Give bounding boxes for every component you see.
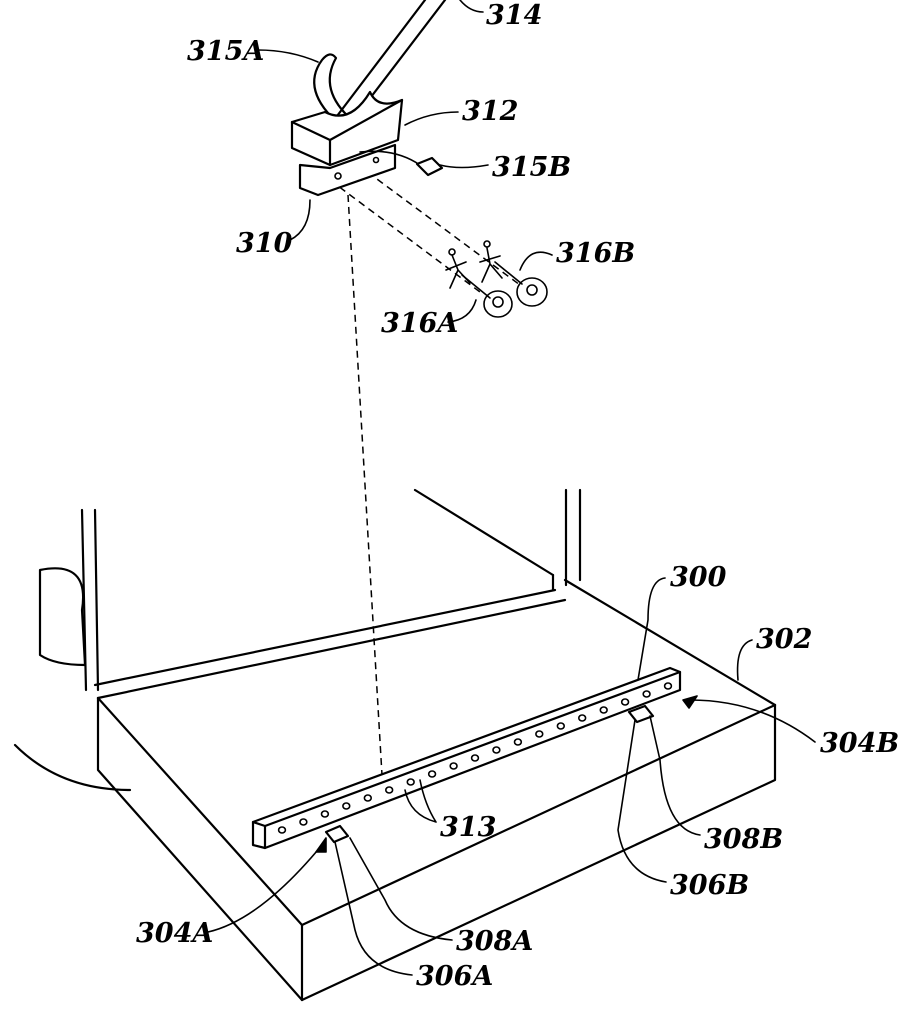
bar-hole xyxy=(470,754,480,762)
leader-315A xyxy=(257,49,319,63)
label-316A: 316A xyxy=(381,308,458,339)
leader-313 xyxy=(404,779,437,823)
projection-line xyxy=(347,194,383,776)
bar-hole xyxy=(427,770,437,778)
bar-hole xyxy=(342,802,351,810)
plug-315B xyxy=(415,156,444,177)
bar-hole xyxy=(535,730,544,738)
arrow-304B xyxy=(682,695,698,709)
remote-316A xyxy=(445,248,513,318)
sensor-bar-300 xyxy=(251,666,682,850)
bar-holes xyxy=(277,682,673,834)
bar-hole xyxy=(663,682,673,690)
mattress-left-edge xyxy=(96,696,304,927)
link-line-316B xyxy=(357,164,521,286)
remote-lens-316A xyxy=(492,296,504,308)
remote-head-316B xyxy=(516,277,548,307)
remote-316B xyxy=(479,240,548,307)
arrow-304A xyxy=(315,837,327,853)
stick-figure-316A xyxy=(445,254,471,289)
label-306B: 306B xyxy=(670,870,749,901)
left-side-curve xyxy=(13,743,132,792)
label-316B: 316B xyxy=(556,238,635,269)
stick-figure-316B xyxy=(479,247,503,283)
bed-302 xyxy=(13,488,777,1002)
leader-304B xyxy=(689,699,816,743)
bar-hole xyxy=(642,690,651,698)
label-313: 313 xyxy=(440,812,496,843)
bracket-308B xyxy=(627,704,655,724)
link-line-316A xyxy=(329,179,481,293)
left-rail-end xyxy=(38,567,87,667)
bar-hole xyxy=(385,786,394,794)
label-304A: 304A xyxy=(136,918,213,949)
bar-hole xyxy=(449,762,458,770)
bed-back-edge xyxy=(413,488,555,577)
box-front-side xyxy=(300,703,777,1002)
camera-port xyxy=(372,156,380,164)
bar-hole xyxy=(556,722,565,730)
remote-handle-316B xyxy=(494,261,523,285)
mattress-back-inner xyxy=(96,598,567,700)
bar-hole xyxy=(599,706,608,714)
mattress-right-edge xyxy=(563,578,777,707)
label-314: 314 xyxy=(486,0,542,31)
leader-300 xyxy=(637,577,666,681)
overhead-mount xyxy=(290,0,447,197)
reference-labels: 314 315A 312 315B 310 316B 316A 300 302 … xyxy=(136,0,899,992)
label-308A: 308A xyxy=(456,926,533,957)
bar-hole xyxy=(513,738,523,746)
bracket-308A xyxy=(324,824,350,844)
leader-308B xyxy=(649,715,701,836)
camera-lens xyxy=(334,172,342,180)
bar-hole xyxy=(363,794,372,802)
bar-hole xyxy=(320,810,330,818)
label-300: 300 xyxy=(670,562,727,593)
leader-lines xyxy=(207,0,816,976)
cable-315A xyxy=(313,53,354,127)
label-306A: 306A xyxy=(416,961,493,992)
stick-head-316B xyxy=(483,240,491,248)
leader-302 xyxy=(736,639,753,681)
remote-handle-316A xyxy=(461,274,491,299)
label-302: 302 xyxy=(756,624,812,655)
leader-304A xyxy=(207,844,323,933)
label-310: 310 xyxy=(236,228,293,259)
remote-lens-316B xyxy=(526,284,538,296)
leader-314 xyxy=(459,0,484,13)
bar-hole xyxy=(492,746,501,754)
right-post xyxy=(564,488,582,587)
bar-hole xyxy=(620,698,630,706)
leader-316B xyxy=(519,251,553,271)
leader-315B xyxy=(439,164,489,169)
leader-310 xyxy=(289,199,311,241)
mattress-front-edge xyxy=(300,703,777,927)
leader-316A xyxy=(447,299,477,323)
label-315A: 315A xyxy=(187,36,264,67)
label-315B: 315B xyxy=(492,152,571,183)
stick-head-316A xyxy=(448,248,456,256)
label-304B: 304B xyxy=(820,728,899,759)
leader-306A xyxy=(334,841,413,976)
leader-306B xyxy=(617,719,667,883)
bar-hole xyxy=(277,826,287,834)
leader-308A xyxy=(349,837,453,941)
bar-hole xyxy=(577,714,587,722)
bar-hole xyxy=(299,818,308,826)
arm-314 xyxy=(332,0,447,122)
mattress-back-edge xyxy=(93,588,557,687)
bar-hole xyxy=(406,778,415,786)
leader-312 xyxy=(404,111,459,126)
label-308B: 308B xyxy=(704,824,783,855)
bar-body xyxy=(251,666,682,850)
remote-head-316A xyxy=(483,290,513,318)
bar-edges xyxy=(251,670,682,850)
box-left-side xyxy=(96,696,304,1002)
cable-315B xyxy=(359,150,421,166)
camera-310 xyxy=(298,143,397,197)
label-312: 312 xyxy=(462,96,518,127)
